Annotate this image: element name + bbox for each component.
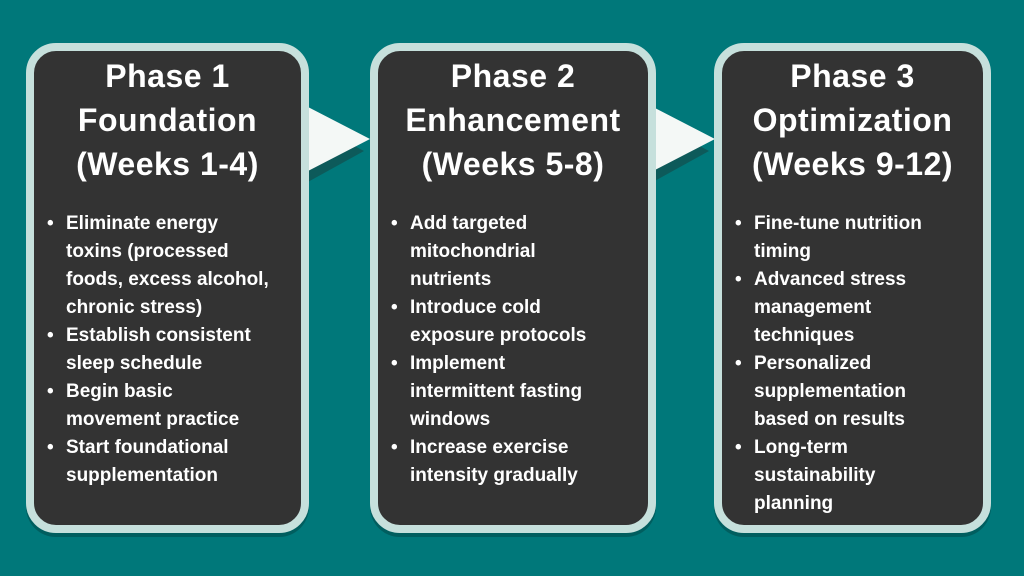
bullet-dot: • (735, 353, 742, 374)
phase-3-card: Phase 3 Optimization (Weeks 9-12) • Fine-… (714, 43, 991, 533)
bullet-dot: • (735, 269, 742, 290)
bullet-dot: • (391, 297, 398, 318)
bullet-text: Implement intermittent fasting windows (410, 353, 583, 430)
bullet-item: • Long-term sustainability planning (734, 434, 977, 518)
bullet-text: Fine-tune nutrition timing (754, 213, 922, 262)
bullet-dot: • (391, 213, 398, 234)
phase-3-bullet-list: • Fine-tune nutrition timing • Advanced st… (722, 210, 983, 518)
bullet-dot: • (735, 213, 742, 234)
bullet-text: Advanced stress management techniques (754, 269, 907, 346)
phase-3-title: Phase 3 Optimization (Weeks 9-12) (751, 58, 954, 182)
bullet-text: Introduce cold exposure protocols (410, 297, 587, 346)
bullet-text: Start foundational supplementation (66, 437, 229, 486)
bullet-item: • Increase exercise intensity gradually (390, 434, 642, 490)
bullet-dot: • (47, 437, 54, 458)
bullet-item: • Fine-tune nutrition timing (734, 210, 977, 266)
phase-1-bullet-list: • Eliminate energy toxins (processed food… (34, 210, 301, 490)
bullet-item: • Introduce cold exposure protocols (390, 294, 642, 350)
bullet-dot: • (47, 325, 54, 346)
bullet-dot: • (47, 213, 54, 234)
bullet-text: Long-term sustainability planning (754, 437, 876, 514)
bullet-item: • Eliminate energy toxins (processed food… (46, 210, 295, 322)
bullet-item: • Start foundational supplementation (46, 434, 295, 490)
bullet-text: Establish consistent sleep schedule (66, 325, 251, 374)
bullet-text: Begin basic movement practice (66, 381, 240, 430)
phase-2-title: Phase 2 Enhancement (Weeks 5-8) (405, 58, 621, 182)
bullet-dot: • (47, 381, 54, 402)
bullet-text: Add targeted mitochondrial nutrients (410, 213, 536, 290)
bullet-item: • Personalized supplementation based on r… (734, 350, 977, 434)
phase-2-bullet-list: • Add targeted mitochondrial nutrients • I… (378, 210, 648, 490)
phase-1-title: Phase 1 Foundation (Weeks 1-4) (76, 58, 259, 182)
bullet-item: • Implement intermittent fasting windows (390, 350, 642, 434)
arrow-right-icon (306, 107, 370, 183)
bullet-item: • Advanced stress management techniques (734, 266, 977, 350)
bullet-text: Eliminate energy toxins (processed foods… (66, 213, 269, 318)
bullet-dot: • (391, 437, 398, 458)
arrow-head (653, 107, 715, 171)
bullet-item: • Establish consistent sleep schedule (46, 322, 295, 378)
bullet-dot: • (391, 353, 398, 374)
bullet-text: Increase exercise intensity gradually (410, 437, 578, 486)
phase-2-card: Phase 2 Enhancement (Weeks 5-8) • Add tar… (370, 43, 656, 533)
arrow-right-icon (651, 107, 715, 183)
bullet-text: Personalized supplementation based on re… (754, 353, 907, 430)
arrow-head (308, 107, 370, 171)
bullet-dot: • (735, 437, 742, 458)
bullet-item: • Add targeted mitochondrial nutrients (390, 210, 642, 294)
bullet-item: • Begin basic movement practice (46, 378, 295, 434)
phase-1-card: Phase 1 Foundation (Weeks 1-4) • Eliminat… (26, 43, 309, 533)
